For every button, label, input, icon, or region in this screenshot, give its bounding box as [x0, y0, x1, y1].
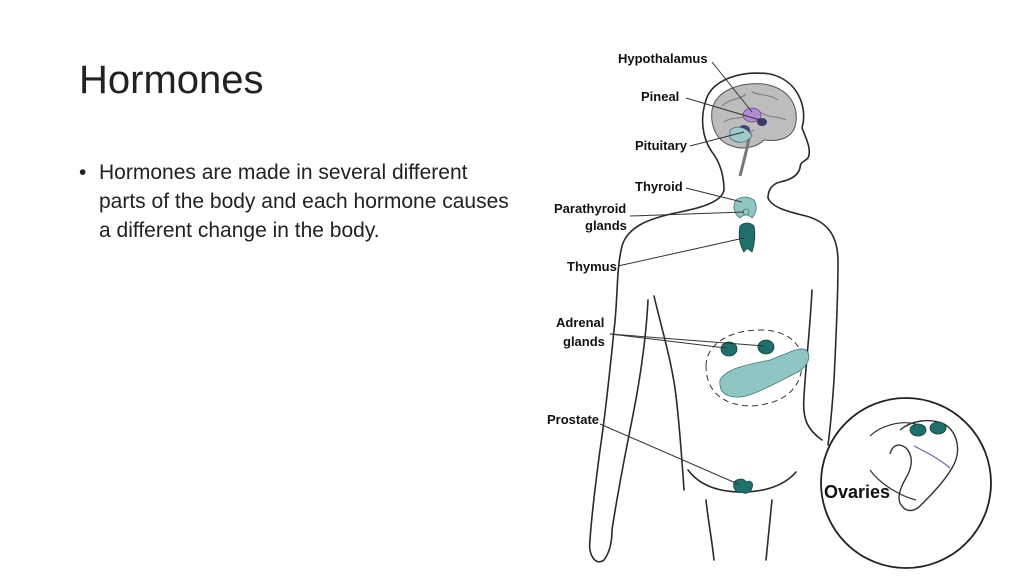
pancreas	[719, 348, 810, 398]
uterus-shape	[889, 419, 959, 512]
ovary-left	[909, 423, 927, 437]
adrenal-leader-left	[609, 333, 727, 349]
thyroid-gland	[733, 196, 757, 219]
torso-right	[802, 289, 823, 441]
endocrine-diagram: Ovaries Hypothalamus Pineal Pituitary Th…	[547, 51, 992, 569]
parathyroid-label-line2: glands	[585, 218, 627, 233]
thyroid-label: Thyroid	[635, 179, 683, 194]
left-leg	[705, 499, 715, 561]
thymus-label: Thymus	[567, 259, 617, 274]
ovary-right	[929, 421, 947, 435]
thyroid-leader	[685, 187, 743, 203]
adrenal-label-line2: glands	[563, 334, 605, 349]
bullet-list: • Hormones are made in several different…	[79, 158, 509, 245]
leader-lines	[599, 61, 765, 485]
torso-left	[653, 295, 685, 491]
hypothalamus-leader	[711, 61, 753, 113]
prostate-label: Prostate	[547, 412, 599, 427]
bullet-item: • Hormones are made in several different…	[79, 158, 509, 245]
prostate-leader	[599, 423, 739, 485]
pineal-label: Pineal	[641, 89, 679, 104]
labels: Hypothalamus Pineal Pituitary Thyroid Pa…	[547, 51, 708, 427]
bullet-text: Hormones are made in several different p…	[99, 161, 509, 242]
purple-tube	[913, 445, 951, 469]
thymus-gland	[738, 222, 756, 253]
brain-folds	[721, 91, 787, 135]
adrenal-leader-right	[609, 333, 765, 347]
head-back	[701, 99, 725, 191]
ovaries-inset: Ovaries	[820, 397, 992, 569]
hypothalamus-label: Hypothalamus	[618, 51, 708, 66]
right-leg	[765, 499, 773, 561]
pineal-leader	[685, 97, 761, 121]
cerebellum	[729, 126, 753, 143]
slide-title: Hormones	[79, 58, 264, 102]
head-outline	[705, 72, 811, 199]
tube-shape	[869, 422, 917, 501]
parathyroid-leader	[629, 211, 745, 217]
bullet-marker: •	[79, 161, 87, 184]
left-arm-inner	[611, 299, 649, 531]
adrenal-gland-left	[720, 341, 738, 357]
right-shoulder	[767, 197, 839, 446]
pituitary-leader	[689, 131, 745, 147]
pituitary-label: Pituitary	[635, 138, 688, 153]
body-outline	[588, 72, 839, 563]
ovaries-label: Ovaries	[824, 482, 890, 502]
inset-circle	[820, 397, 992, 569]
prostate-gland	[733, 478, 753, 494]
thymus-leader	[617, 237, 745, 267]
brain	[711, 83, 797, 177]
adrenal-gland-right	[757, 339, 775, 355]
adrenal-label-line1: Adrenal	[556, 315, 604, 330]
parathyroid-label-line1: Parathyroid	[554, 201, 626, 216]
left-hand	[588, 529, 613, 563]
left-shoulder	[589, 189, 725, 541]
